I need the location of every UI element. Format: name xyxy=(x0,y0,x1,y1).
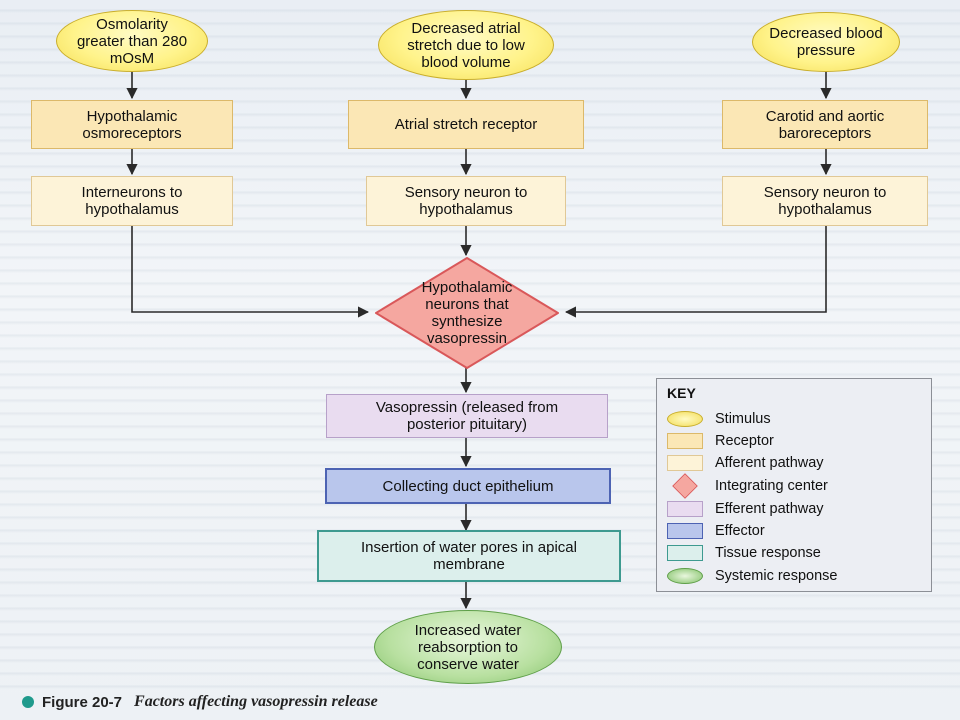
afferent-interneurons: Interneurons to hypothalamus xyxy=(31,176,233,226)
systemic-swatch-icon xyxy=(667,568,703,584)
systemic-response-water-reabsorption: Increased water reabsorption to conserve… xyxy=(374,610,562,684)
integrating-center-text: Hypothalamic neurons that synthesize vas… xyxy=(421,279,513,347)
legend-item-tissue: Tissue response xyxy=(667,543,927,563)
stimulus-osmolarity-text: Osmolarity greater than 280 mOsM xyxy=(76,15,188,67)
legend-label: Effector xyxy=(715,523,765,539)
stimulus-blood-pressure: Decreased blood pressure xyxy=(752,12,900,72)
stimulus-osmolarity: Osmolarity greater than 280 mOsM xyxy=(56,10,208,72)
figure-caption: Figure 20-7 Factors affecting vasopressi… xyxy=(22,693,378,711)
legend-label: Integrating center xyxy=(715,478,828,494)
legend-item-efferent: Efferent pathway xyxy=(667,499,927,519)
receptor-baroreceptors-text: Carotid and aortic baroreceptors xyxy=(765,107,885,142)
tissue-response-water-pores-text: Insertion of water pores in apical membr… xyxy=(361,539,577,573)
legend-key: KEY Stimulus Receptor Afferent pathway I… xyxy=(656,378,932,592)
legend-item-integrating: Integrating center xyxy=(667,473,927,499)
systemic-response-water-reabsorption-text: Increased water reabsorption to conserve… xyxy=(414,621,522,673)
stimulus-blood-pressure-text: Decreased blood pressure xyxy=(769,25,883,59)
receptor-baroreceptors: Carotid and aortic baroreceptors xyxy=(722,100,928,149)
tissue-response-water-pores: Insertion of water pores in apical membr… xyxy=(317,530,621,582)
stimulus-swatch-icon xyxy=(667,411,703,427)
receptor-atrial-stretch-text: Atrial stretch receptor xyxy=(394,116,538,133)
afferent-swatch-icon xyxy=(667,455,703,471)
receptor-osmoreceptors: Hypothalamic osmoreceptors xyxy=(31,100,233,149)
receptor-atrial-stretch: Atrial stretch receptor xyxy=(348,100,584,149)
receptor-osmoreceptors-text: Hypothalamic osmoreceptors xyxy=(82,107,182,142)
arrow-interneurons-to-integrating xyxy=(131,226,370,318)
afferent-sensory-neuron-middle: Sensory neuron to hypothalamus xyxy=(366,176,566,226)
legend-title: KEY xyxy=(667,385,696,401)
figure-title: Factors affecting vasopressin release xyxy=(134,693,378,710)
afferent-sensory-neuron-right: Sensory neuron to hypothalamus xyxy=(722,176,928,226)
afferent-sensory-neuron-middle-text: Sensory neuron to hypothalamus xyxy=(404,184,528,218)
legend-label: Tissue response xyxy=(715,545,821,561)
afferent-interneurons-text: Interneurons to hypothalamus xyxy=(81,184,183,218)
legend-label: Efferent pathway xyxy=(715,501,824,517)
legend-item-receptor: Receptor xyxy=(667,431,927,451)
legend-item-afferent: Afferent pathway xyxy=(667,453,927,473)
legend-item-effector: Effector xyxy=(667,521,927,541)
diamond-swatch-icon xyxy=(672,473,698,499)
tissue-swatch-icon xyxy=(667,545,703,561)
legend-label: Receptor xyxy=(715,433,774,449)
bullet-icon xyxy=(22,696,34,708)
figure-number: Figure 20-7 xyxy=(42,693,123,711)
stimulus-atrial-stretch: Decreased atrial stretch due to low bloo… xyxy=(378,10,554,80)
integrating-center: Hypothalamic neurons that synthesize vas… xyxy=(370,256,564,370)
receptor-swatch-icon xyxy=(667,433,703,449)
efferent-vasopressin: Vasopressin (released from posterior pit… xyxy=(326,394,608,438)
efferent-swatch-icon xyxy=(667,501,703,517)
legend-label: Systemic response xyxy=(715,568,838,584)
efferent-vasopressin-text: Vasopressin (released from posterior pit… xyxy=(375,399,559,433)
legend-label: Afferent pathway xyxy=(715,455,824,471)
arrow-sensory-right-to-integrating xyxy=(564,226,827,318)
afferent-sensory-neuron-right-text: Sensory neuron to hypothalamus xyxy=(763,184,887,218)
effector-collecting-duct-text: Collecting duct epithelium xyxy=(382,477,554,495)
legend-item-stimulus: Stimulus xyxy=(667,409,927,429)
integrating-center-label: Hypothalamic neurons that synthesize vas… xyxy=(370,256,564,370)
integrating-center-diamond xyxy=(375,257,559,369)
stimulus-atrial-stretch-text: Decreased atrial stretch due to low bloo… xyxy=(407,19,525,71)
effector-collecting-duct: Collecting duct epithelium xyxy=(325,468,611,504)
effector-swatch-icon xyxy=(667,523,703,539)
legend-item-systemic: Systemic response xyxy=(667,566,927,586)
legend-label: Stimulus xyxy=(715,411,771,427)
